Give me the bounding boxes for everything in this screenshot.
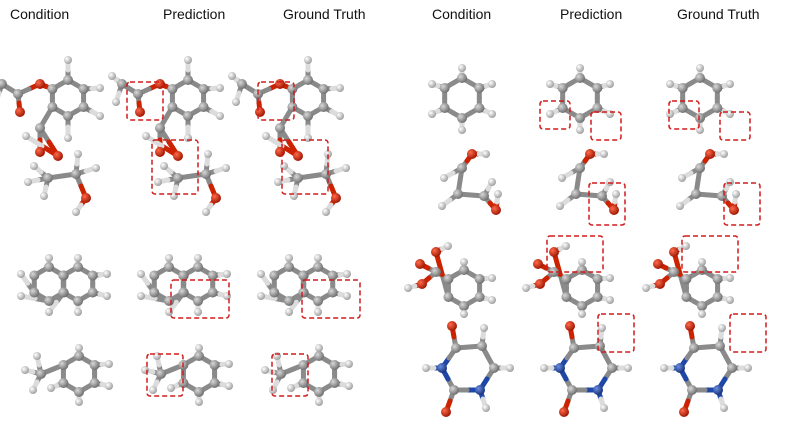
- benzene-condition: [428, 64, 496, 134]
- salicylic-acid-ground-truth: [642, 242, 734, 318]
- ethanol-prediction: [154, 150, 230, 216]
- benzene-prediction: [546, 64, 614, 134]
- uracil-condition: [422, 321, 514, 417]
- ethanol-ground-truth: [274, 150, 350, 216]
- malonaldehyde-prediction: [556, 149, 620, 215]
- aspirin-condition: [0, 56, 104, 161]
- toluene-ground-truth: [261, 344, 353, 406]
- ethanol-condition: [24, 150, 100, 216]
- highlight-uracil-ground-truth: [729, 313, 767, 353]
- naphthalene-ground-truth: [257, 254, 351, 316]
- highlight-salicylic-acid-prediction: [546, 235, 604, 273]
- salicylic-acid-condition: [404, 242, 496, 318]
- header-left-ground-truth: Ground Truth: [283, 6, 366, 22]
- uracil-prediction: [540, 321, 632, 417]
- header-right-condition: Condition: [432, 6, 492, 22]
- highlight-salicylic-acid-ground-truth: [681, 235, 739, 273]
- highlight-malonaldehyde-prediction: [588, 182, 626, 226]
- naphthalene-condition: [17, 254, 111, 316]
- highlight-toluene-prediction: [146, 353, 184, 397]
- benzene-ground-truth: [666, 64, 734, 134]
- aspirin-prediction: [108, 56, 224, 161]
- uracil-ground-truth: [660, 321, 752, 417]
- malonaldehyde-ground-truth: [676, 149, 740, 215]
- highlight-naphthalene-prediction: [170, 279, 230, 319]
- malonaldehyde-condition: [438, 149, 502, 215]
- toluene-condition: [21, 344, 113, 406]
- highlight-ethanol-ground-truth: [281, 139, 329, 195]
- naphthalene-prediction: [137, 254, 231, 316]
- highlight-benzene-ground-truth-left: [668, 100, 700, 130]
- highlight-toluene-ground-truth: [271, 353, 309, 397]
- highlight-benzene-ground-truth-right: [719, 111, 751, 141]
- header-right-ground-truth: Ground Truth: [677, 6, 760, 22]
- header-left-condition: Condition: [10, 6, 70, 22]
- header-left-prediction: Prediction: [163, 6, 226, 22]
- highlight-aspirin-ground-truth: [257, 81, 295, 121]
- salicylic-acid-prediction: [522, 242, 614, 318]
- highlight-malonaldehyde-ground-truth: [723, 182, 761, 226]
- highlight-naphthalene-ground-truth: [301, 279, 361, 319]
- toluene-prediction: [141, 344, 233, 406]
- highlight-aspirin-prediction: [126, 81, 164, 121]
- highlight-uracil-prediction: [597, 313, 635, 353]
- highlight-benzene-prediction-left: [539, 100, 571, 130]
- highlight-ethanol-prediction: [151, 139, 199, 195]
- header-right-prediction: Prediction: [560, 6, 623, 22]
- aspirin-ground-truth: [228, 56, 344, 161]
- highlight-benzene-prediction-right: [590, 111, 622, 141]
